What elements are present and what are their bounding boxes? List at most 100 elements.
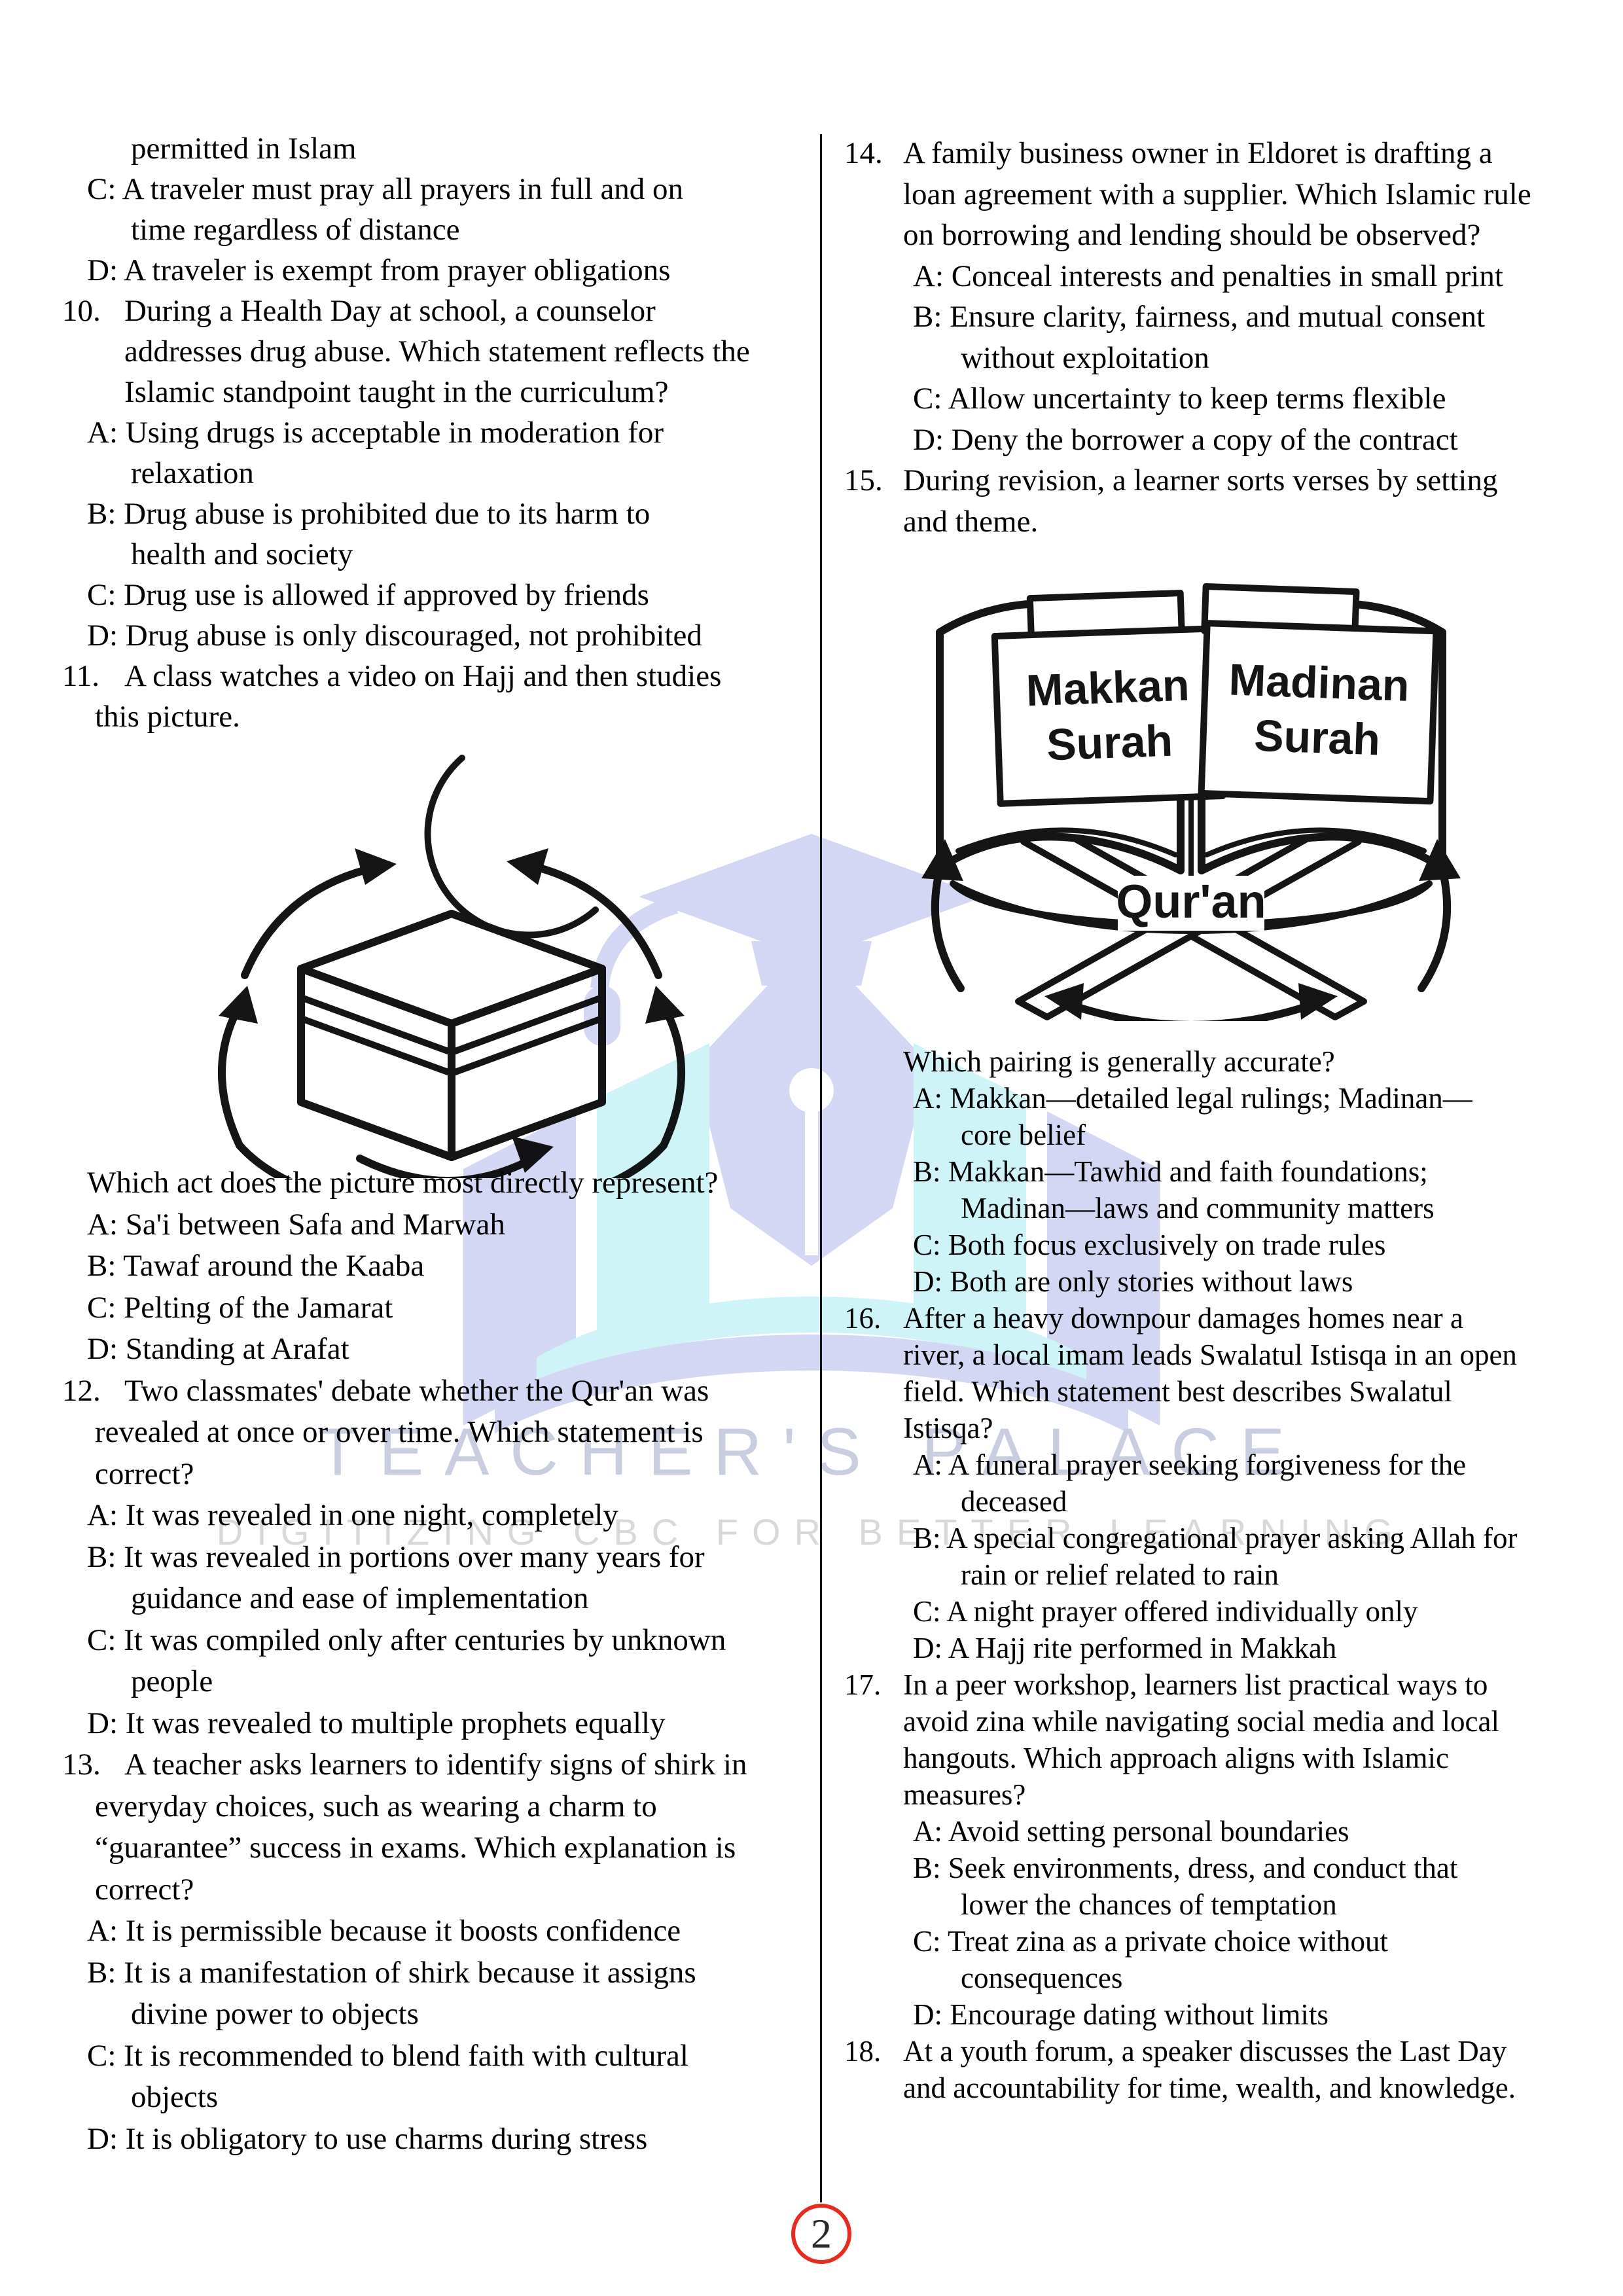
text-line: core belief xyxy=(961,1119,1086,1151)
question-number: 13. xyxy=(62,1748,101,1782)
question-line: 17.In a peer workshop, learners list pra… xyxy=(844,1666,1616,1703)
text-line: C: It is recommended to blend faith with… xyxy=(87,2038,688,2073)
text-line: river, a local imam leads Swalatul Istis… xyxy=(903,1338,1517,1371)
text-line: B: It was revealed in portions over many… xyxy=(87,1539,705,1574)
right-column-text-bottom: Which pairing is generally accurate? A: M… xyxy=(844,1043,1616,2106)
text-line: rain or relief related to rain xyxy=(961,1558,1279,1591)
column-divider xyxy=(820,134,822,2202)
question-line: 10.During a Health Day at school, a coun… xyxy=(62,291,815,331)
text-line: A: It was revealed in one night, complet… xyxy=(87,1498,618,1532)
text-line: D: Deny the borrower a copy of the contr… xyxy=(913,422,1458,457)
text-line: D: Both are only stories without laws xyxy=(913,1265,1353,1298)
makkan-surah-tab: Makkan Surah xyxy=(991,590,1226,807)
question-number: 12. xyxy=(62,1373,101,1408)
question-line: 15.During revision, a learner sorts vers… xyxy=(844,460,1616,501)
text-line: people xyxy=(131,1664,213,1698)
page-number-badge: 2 xyxy=(791,2204,851,2264)
text-line: Istisqa? xyxy=(903,1412,993,1444)
svg-text:Makkan: Makkan xyxy=(1026,660,1190,716)
text-line: A: Sa'i between Safa and Marwah xyxy=(87,1207,505,1242)
text-line: D: It was revealed to multiple prophets … xyxy=(87,1706,666,1740)
text-line: loan agreement with a supplier. Which Is… xyxy=(903,177,1531,211)
text-line: everyday choices, such as wearing a char… xyxy=(95,1789,657,1823)
text-line: C: Allow uncertainty to keep terms flexi… xyxy=(913,382,1446,416)
text-line: revealed at once or over time. Which sta… xyxy=(95,1415,704,1449)
svg-text:Surah: Surah xyxy=(1253,711,1381,765)
text-line: A: It is permissible because it boosts c… xyxy=(87,1914,681,1948)
text-line: objects xyxy=(131,2080,219,2114)
text-line: consequences xyxy=(961,1962,1123,1994)
text-line: time regardless of distance xyxy=(131,213,460,247)
text-line: addresses drug abuse. Which statement re… xyxy=(124,334,750,368)
text-line: Which act does the picture most directly… xyxy=(87,1166,719,1200)
text-line: Which pairing is generally accurate? xyxy=(903,1045,1335,1078)
text-line: on borrowing and lending should be obser… xyxy=(903,218,1481,252)
text-line: D: A Hajj rite performed in Makkah xyxy=(913,1632,1337,1664)
text-line: D: It is obligatory to use charms during… xyxy=(87,2121,648,2156)
question-line: 14.A family business owner in Eldoret is… xyxy=(844,133,1616,174)
text-line: A: Conceal interests and penalties in sm… xyxy=(913,259,1503,293)
text-line: Madinan—laws and community matters xyxy=(961,1192,1435,1225)
text-line: lower the chances of temptation xyxy=(961,1888,1337,1921)
text-line: measures? xyxy=(903,1778,1026,1811)
crescent-moon-icon xyxy=(424,755,599,939)
text-line: C: Pelting of the Jamarat xyxy=(87,1290,393,1325)
text-line: D: Encourage dating without limits xyxy=(913,1998,1329,2031)
text-line: relaxation xyxy=(131,456,254,490)
text-line: B: A special congregational prayer askin… xyxy=(913,1522,1518,1554)
text-line: this picture. xyxy=(95,700,240,734)
text-line: and theme. xyxy=(903,504,1039,539)
text-line: B: Drug abuse is prohibited due to its h… xyxy=(87,497,651,531)
text-line: C: It was compiled only after centuries … xyxy=(87,1623,726,1657)
text-line: C: Both focus exclusively on trade rules xyxy=(913,1229,1386,1261)
svg-text:Surah: Surah xyxy=(1046,716,1173,770)
svg-text:Madinan: Madinan xyxy=(1228,655,1410,711)
text-line: C: A traveler must pray all prayers in f… xyxy=(87,172,684,206)
text-line: hangouts. Which approach aligns with Isl… xyxy=(903,1742,1449,1774)
text-line: health and society xyxy=(131,537,353,571)
madinan-surah-tab: Madinan Surah xyxy=(1198,583,1440,805)
question-number: 11. xyxy=(62,659,100,693)
kaaba-tawaf-figure xyxy=(218,755,685,1178)
text-line: B: Tawaf around the Kaaba xyxy=(87,1249,425,1283)
text-line: and accountability for time, wealth, and… xyxy=(903,2072,1516,2104)
text-line: divine power to objects xyxy=(131,1997,419,2031)
kaaba-cube xyxy=(297,910,606,1161)
text-line: without exploitation xyxy=(961,340,1209,375)
text-line: deceased xyxy=(961,1485,1067,1518)
question-line: 13.A teacher asks learners to identify s… xyxy=(62,1744,815,1786)
text-line: C: Treat zina as a private choice withou… xyxy=(913,1925,1389,1958)
text-line: C: Drug use is allowed if approved by fr… xyxy=(87,578,649,612)
text-line: “guarantee” success in exams. Which expl… xyxy=(95,1831,736,1865)
question-number: 10. xyxy=(62,294,101,328)
question-line: 11.A class watches a video on Hajj and t… xyxy=(62,656,815,696)
question-number: 17. xyxy=(844,1668,882,1701)
text-line: B: Ensure clarity, fairness, and mutual … xyxy=(913,300,1486,334)
text-line: Islamic standpoint taught in the curricu… xyxy=(124,375,669,409)
text-line: C: A night prayer offered individually o… xyxy=(913,1595,1418,1628)
text-line: correct? xyxy=(95,1872,194,1907)
text-line: correct? xyxy=(95,1456,194,1491)
right-column-text-top: 14.A family business owner in Eldoret is… xyxy=(844,133,1616,542)
quran-on-stand-figure: Makkan Surah Madinan Surah Qur'an xyxy=(921,583,1461,1021)
text-line: guidance and ease of implementation xyxy=(131,1581,589,1615)
text-line: A: Using drugs is acceptable in moderati… xyxy=(87,416,664,450)
question-number: 16. xyxy=(844,1302,882,1335)
text-line: B: Seek environments, dress, and conduct… xyxy=(913,1852,1458,1884)
question-number: 15. xyxy=(844,463,883,497)
svg-text:Qur'an: Qur'an xyxy=(1116,876,1266,928)
text-line: B: Makkan—Tawhid and faith foundations; xyxy=(913,1155,1428,1188)
text-line: D: A traveler is exempt from prayer obli… xyxy=(87,253,671,287)
text-line: D: Standing at Arafat xyxy=(87,1332,349,1366)
text-line: permitted in Islam xyxy=(131,132,357,166)
quran-stand-label: Qur'an xyxy=(1116,876,1266,931)
text-line: B: It is a manifestation of shirk becaus… xyxy=(87,1955,696,1990)
question-number: 14. xyxy=(844,136,883,170)
text-line: A: Makkan—detailed legal rulings; Madina… xyxy=(913,1082,1472,1115)
page-number: 2 xyxy=(811,2210,832,2257)
text-line: field. Which statement best describes Sw… xyxy=(903,1375,1452,1408)
text-line: A: A funeral prayer seeking forgiveness … xyxy=(913,1448,1467,1481)
text-line: A: Avoid setting personal boundaries xyxy=(913,1815,1349,1848)
left-column-text-top: permitted in Islam C: A traveler must pra… xyxy=(62,128,815,737)
question-line: 12.Two classmates' debate whether the Qu… xyxy=(62,1371,815,1412)
